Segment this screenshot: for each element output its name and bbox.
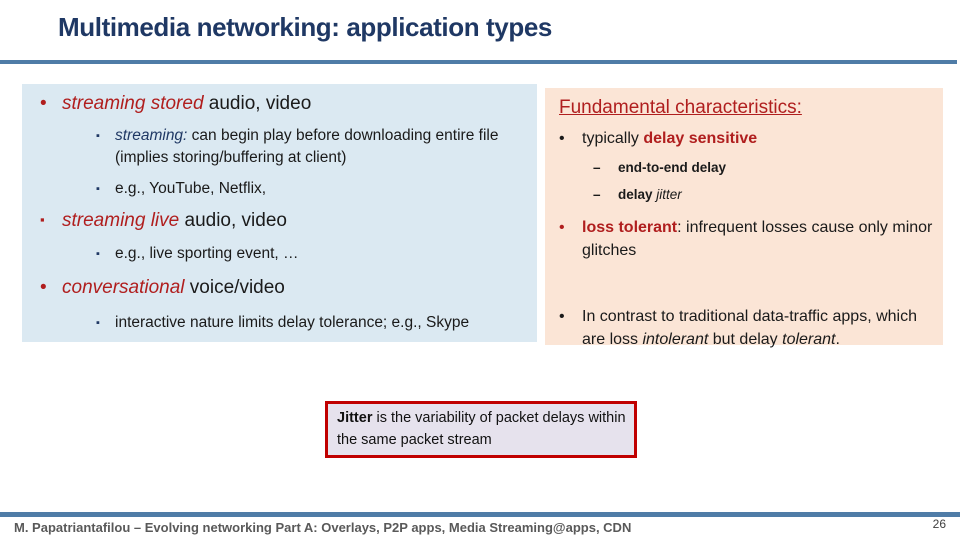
list-item-interactive: ▪ interactive nature limits delay tolera…: [96, 312, 529, 334]
bullet-icon: •: [559, 130, 565, 147]
bullet-icon: •: [40, 93, 47, 114]
jitter-definition: is the variability of packet delays with…: [337, 410, 626, 449]
list-item-conversational: • conversational voice/video: [40, 277, 529, 299]
list-item-text: delay jitter: [618, 186, 682, 202]
list-item-youtube-netflix: ▪ e.g., YouTube, Netflix,: [96, 178, 529, 200]
panel-heading: Fundamental characteristics:: [559, 97, 802, 118]
footer-divider: [0, 512, 960, 517]
list-item-text: streaming: can begin play before downloa…: [115, 127, 499, 167]
jitter-note: Jitter is the variability of packet dela…: [325, 401, 637, 458]
dash-icon: –: [593, 186, 601, 202]
square-bullet-icon: ▪: [96, 183, 100, 196]
application-types-panel: • streaming stored audio, video ▪ stream…: [22, 84, 537, 342]
list-item-streaming-def: ▪ streaming: can begin play before downl…: [96, 125, 529, 169]
list-item-end-to-end-delay: – end-to-end delay: [593, 159, 933, 177]
bullet-icon: •: [40, 276, 47, 298]
list-item-live-sporting: ▪ e.g., live sporting event, …: [96, 243, 529, 265]
list-item-text: e.g., live sporting event, …: [115, 244, 299, 262]
list-item-delay-sensitive: • typically delay sensitive: [559, 127, 933, 150]
list-item-text: end-to-end delay: [618, 160, 727, 176]
square-bullet-icon: ▪: [96, 317, 100, 330]
list-item-text: typically delay sensitive: [582, 130, 758, 147]
list-item-loss-tolerant: • loss tolerant: infrequent losses cause…: [559, 216, 933, 262]
square-bullet-icon: ▪: [40, 212, 45, 228]
list-item-streaming-live: ▪ streaming live audio, video: [40, 210, 529, 232]
slide-title: Multimedia networking: application types: [58, 12, 552, 42]
list-item-text: interactive nature limits delay toleranc…: [115, 314, 470, 332]
list-item-text: streaming stored audio, video: [62, 93, 312, 114]
list-item-text: In contrast to traditional data-traffic …: [582, 307, 917, 348]
bullet-icon: •: [559, 219, 565, 237]
list-item-text: e.g., YouTube, Netflix,: [115, 180, 267, 198]
list-item-text: conversational voice/video: [62, 276, 285, 298]
list-item-delay-jitter: – delay jitter: [593, 186, 933, 204]
list-item-streaming-stored: • streaming stored audio, video: [40, 93, 529, 115]
title-divider: [0, 60, 957, 64]
square-bullet-icon: ▪: [96, 247, 100, 260]
jitter-term: Jitter: [337, 410, 373, 426]
list-item-in-contrast: • In contrast to traditional data-traffi…: [559, 305, 933, 351]
page-number: 26: [932, 517, 946, 531]
fundamental-characteristics-panel: Fundamental characteristics: • typically…: [545, 88, 943, 348]
square-bullet-icon: ▪: [96, 130, 100, 143]
dash-icon: –: [593, 160, 601, 176]
list-item-text: streaming live audio, video: [62, 210, 287, 232]
list-item-text: loss tolerant: infrequent losses cause o…: [582, 219, 933, 260]
footer-credit: M. Papatriantafilou – Evolving networkin…: [14, 520, 632, 535]
bullet-icon: •: [559, 307, 565, 325]
